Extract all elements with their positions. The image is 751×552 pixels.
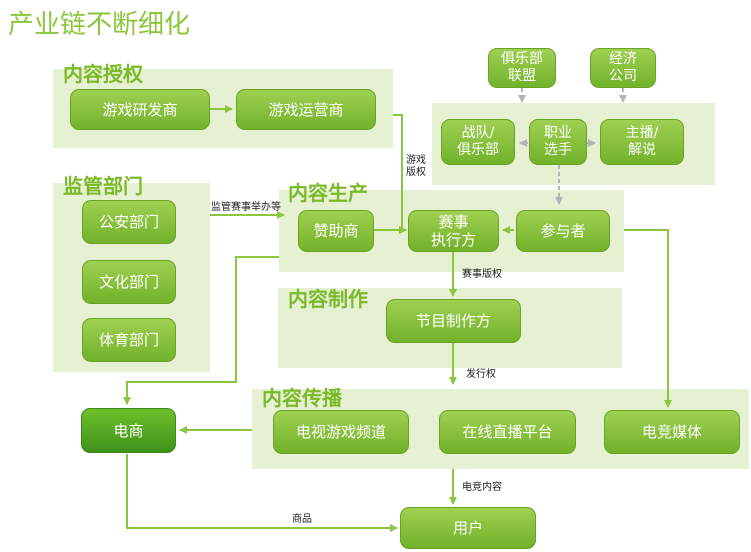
node-live-platform[interactable]: 在线直播平台 (439, 410, 576, 454)
node-public-security[interactable]: 公安部门 (82, 200, 176, 244)
node-esports-media[interactable]: 电竞媒体 (604, 410, 740, 454)
edge-production-ecommerce (123, 256, 279, 405)
node-sponsor[interactable]: 赞助商 (298, 210, 374, 252)
content-making-label: 内容制作 (288, 287, 368, 311)
node-participants[interactable]: 参与者 (516, 210, 610, 252)
edge-label-esports-content: 电竞内容 (462, 482, 502, 493)
edge-ecommerce-user (126, 454, 398, 532)
node-ecommerce[interactable]: 电商 (81, 408, 176, 453)
content-production-label: 内容生产 (288, 181, 368, 205)
node-club-alliance[interactable]: 俱乐部 联盟 (488, 48, 556, 88)
node-user[interactable]: 用户 (400, 507, 536, 549)
node-agency[interactable]: 经济 公司 (590, 48, 656, 88)
edge-operator-event (393, 114, 407, 234)
content-distribution-label: 内容传播 (262, 386, 342, 410)
regulators-label: 监管部门 (63, 174, 143, 198)
node-streamer[interactable]: 主播/ 解说 (600, 119, 684, 165)
content-license-label: 内容授权 (63, 62, 143, 86)
node-program-producer[interactable]: 节目制作方 (386, 299, 521, 343)
node-culture-dept[interactable]: 文化部门 (82, 260, 176, 304)
node-team-club[interactable]: 战队/ 俱乐部 (441, 119, 515, 165)
edge-participants-media (624, 229, 672, 408)
node-game-developer[interactable]: 游戏研发商 (70, 89, 210, 130)
node-event-operator[interactable]: 赛事 执行方 (408, 210, 499, 252)
edge-label-goods: 商品 (292, 514, 312, 525)
node-pro-player[interactable]: 职业 选手 (529, 119, 587, 165)
node-game-operator[interactable]: 游戏运营商 (236, 89, 376, 130)
edge-label-event-rights: 赛事版权 (462, 269, 502, 280)
edge-label-regulation: 监管赛事举办等 (211, 202, 281, 213)
node-tv-game-channel[interactable]: 电视游戏频道 (273, 410, 409, 454)
edge-label-game-rights: 游戏 版权 (406, 155, 426, 178)
edge-label-distribution-rights: 发行权 (466, 369, 496, 380)
node-sports-dept[interactable]: 体育部门 (82, 318, 176, 362)
page-title: 产业链不断细化 (8, 10, 191, 40)
